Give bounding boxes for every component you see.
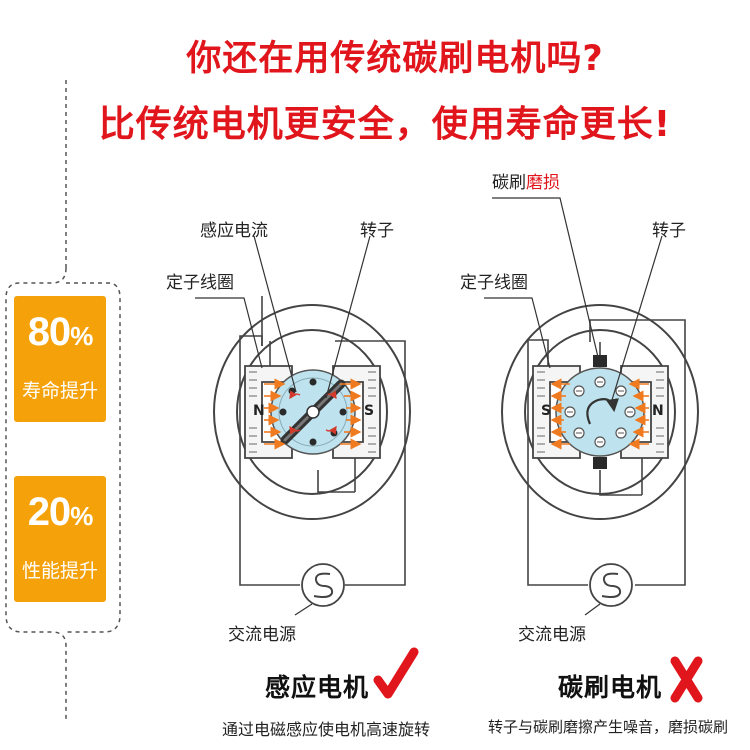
label-rotor-right: 转子 — [652, 221, 686, 241]
stat-label-performance: 性能提升 — [21, 560, 98, 582]
induction-motor-diagram — [195, 235, 411, 616]
cross-icon — [670, 656, 703, 703]
label-induced-current: 感应电流 — [200, 221, 268, 241]
brushed-motor-diagram — [484, 197, 699, 616]
stat-box-performance: 20% 性能提升 — [14, 476, 106, 602]
left-panel-frame — [5, 80, 121, 720]
pole-left-s: S — [364, 403, 375, 419]
caption-title-induction: 感应电机 — [265, 673, 370, 702]
stat-percent-lifespan: 80% — [27, 310, 94, 354]
stat-box-lifespan: 80% 寿命提升 — [14, 296, 106, 422]
label-ac-source-right: 交流电源 — [518, 625, 586, 645]
headline-line-1: 你还在用传统碳刷电机吗? — [186, 39, 604, 79]
label-stator-right: 定子线圈 — [460, 273, 528, 293]
label-ac-source-left: 交流电源 — [228, 625, 296, 645]
label-brush-wear: 碳刷磨损 — [492, 173, 560, 193]
pole-right-n: N — [652, 403, 664, 419]
stat-label-lifespan: 寿命提升 — [21, 380, 98, 402]
check-icon — [373, 647, 419, 699]
caption-title-brushed: 碳刷电机 — [558, 673, 663, 702]
caption-desc-brushed: 转子与碳刷磨擦产生噪音，磨损碳刷 — [488, 718, 729, 736]
stat-percent-performance: 20% — [27, 490, 94, 534]
pole-right-s: S — [541, 403, 552, 419]
label-rotor-left: 转子 — [360, 221, 394, 241]
headline-line-2: 比传统电机更安全，使用寿命更长! — [98, 104, 672, 145]
caption-desc-induction: 通过电磁感应使电机高速旋转 — [222, 720, 431, 739]
pole-left-n: N — [253, 403, 265, 419]
label-stator-left: 定子线圈 — [166, 273, 234, 293]
